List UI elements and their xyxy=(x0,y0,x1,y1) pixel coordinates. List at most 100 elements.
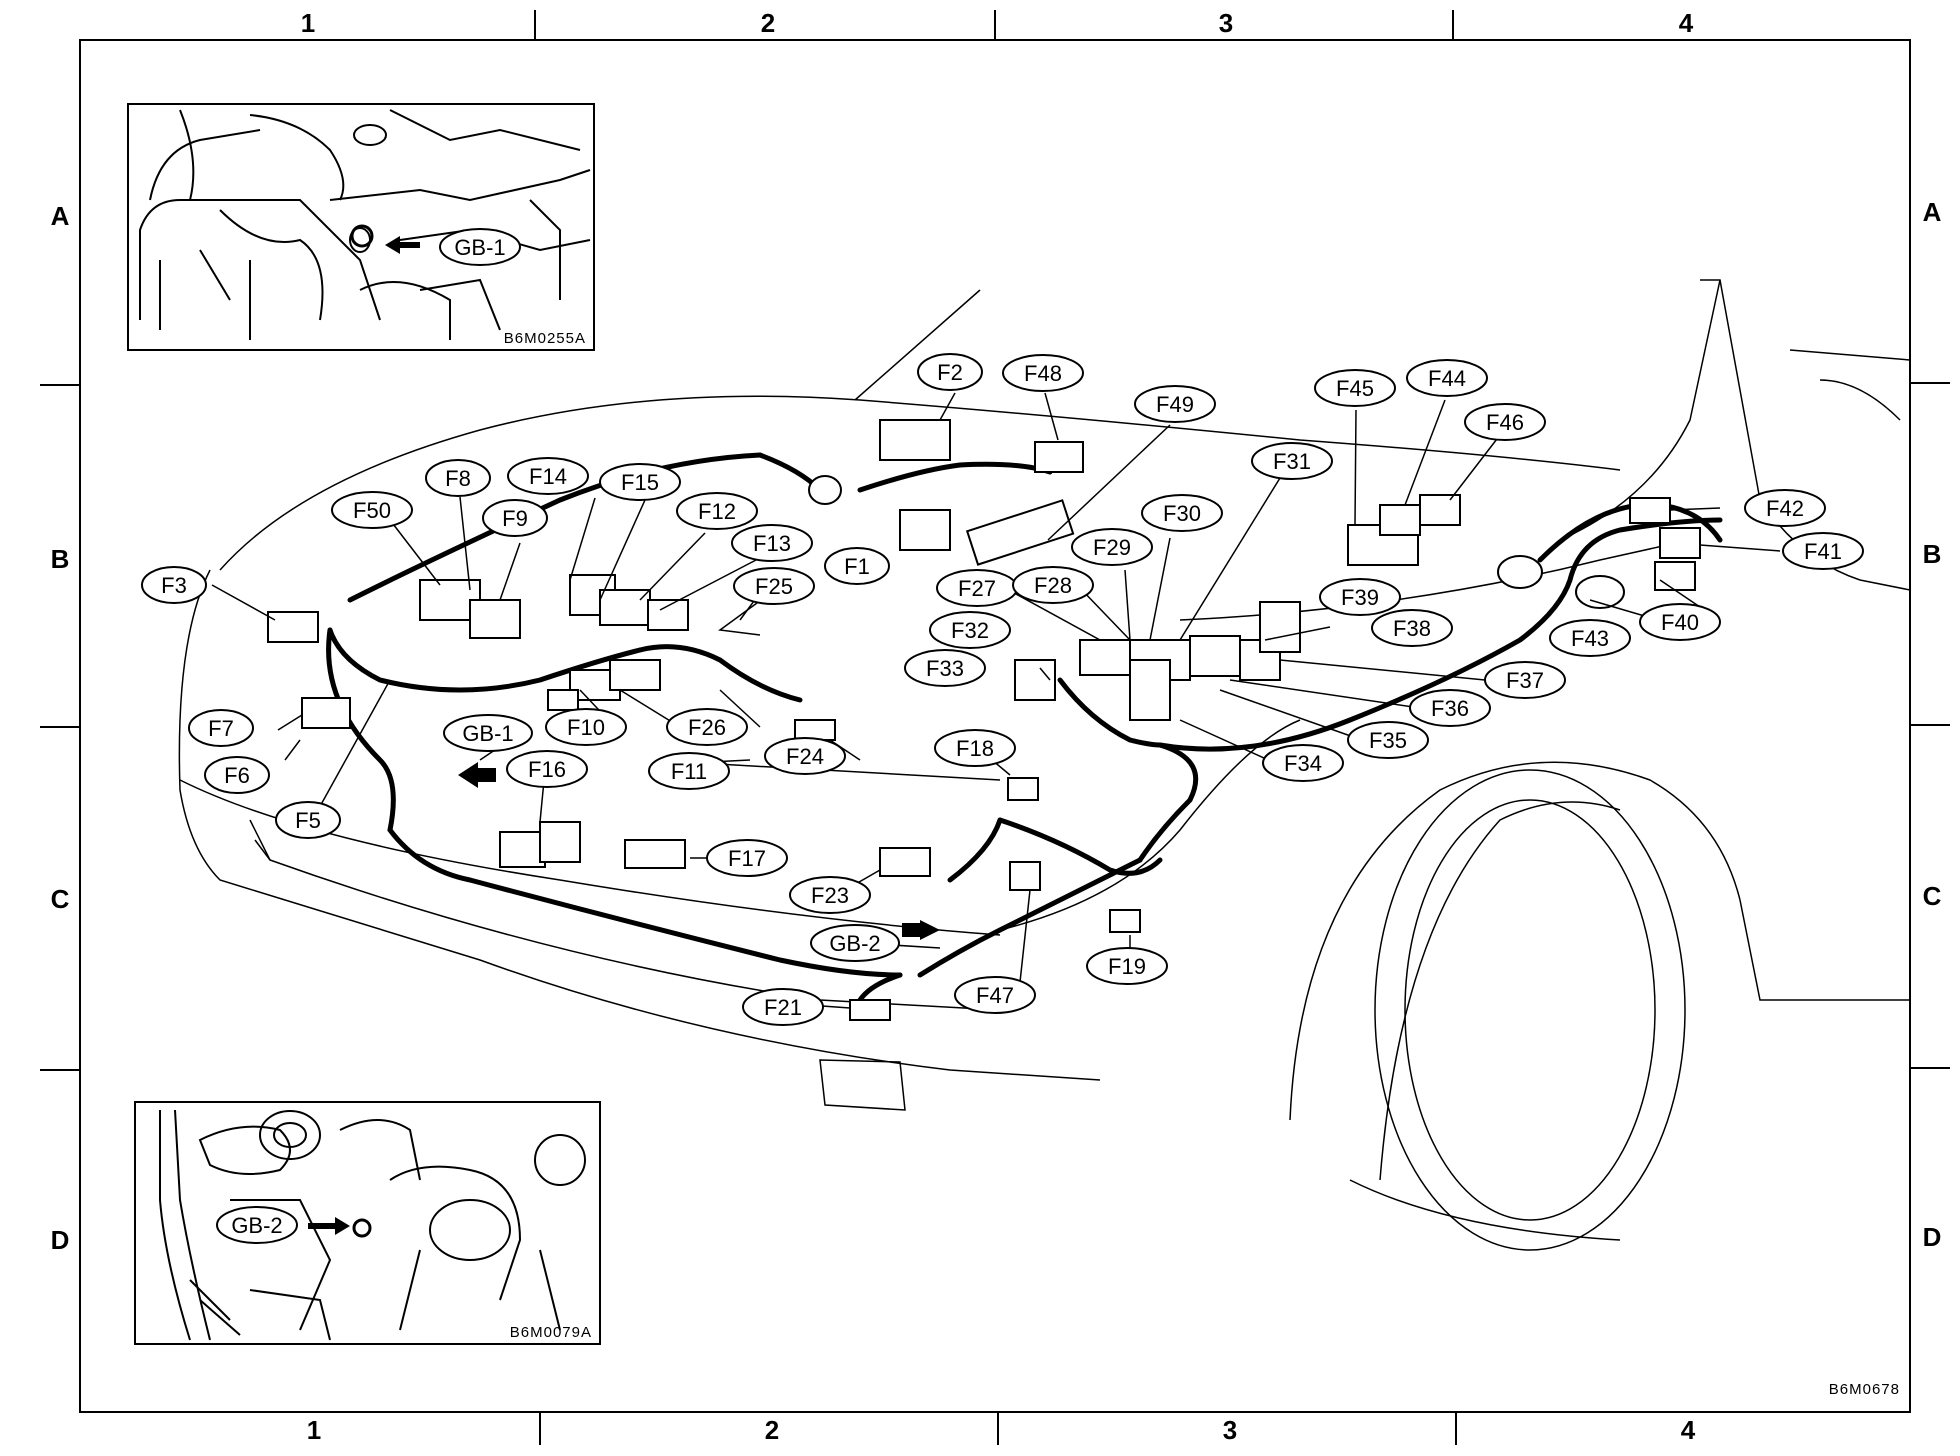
callout-label: F43 xyxy=(1571,626,1609,651)
callout-bubble xyxy=(648,752,730,790)
callout-bubble xyxy=(666,708,748,746)
callout-bubble xyxy=(1314,369,1396,407)
callout-bubble xyxy=(810,924,900,962)
inset-bottom-code: B6M0079A xyxy=(510,1324,592,1341)
callout-bubble xyxy=(275,801,341,839)
callout-label: F24 xyxy=(786,744,824,769)
callout-label: F35 xyxy=(1369,728,1407,753)
callout-label: F19 xyxy=(1108,954,1146,979)
callout-label: F8 xyxy=(445,466,471,491)
inset-bottom-callout-text: GB-2 xyxy=(231,1213,282,1238)
callout-label: F40 xyxy=(1661,610,1699,635)
callout-label: F47 xyxy=(976,983,1014,1008)
callout-f27: F27 xyxy=(936,569,1018,607)
col-label-top-2: 2 xyxy=(761,8,775,38)
callout-bubble xyxy=(1409,689,1491,727)
callout-bubble xyxy=(1134,385,1216,423)
callout-label: F25 xyxy=(755,574,793,599)
round-components xyxy=(808,475,1625,609)
col-label-top-3: 3 xyxy=(1219,8,1233,38)
callout-label: F26 xyxy=(688,715,726,740)
callout-f41: F41 xyxy=(1782,532,1864,570)
callout-bubble xyxy=(599,463,681,501)
callout-bubble xyxy=(904,649,986,687)
callout-label: F31 xyxy=(1273,449,1311,474)
callout-f1: F1 xyxy=(824,547,890,585)
callout-label: F14 xyxy=(529,464,567,489)
callout-f43: F43 xyxy=(1549,619,1631,657)
callout-f29: F29 xyxy=(1071,528,1153,566)
callout-label: F2 xyxy=(937,360,963,385)
callout-label: F17 xyxy=(728,846,766,871)
callout-label: GB-1 xyxy=(462,721,513,746)
callout-bubble xyxy=(706,839,788,877)
callout-bubble xyxy=(764,737,846,775)
callout-label: F13 xyxy=(753,531,791,556)
callout-f23: F23 xyxy=(789,876,871,914)
callout-f44: F44 xyxy=(1406,359,1488,397)
callout-f47: F47 xyxy=(954,976,1036,1014)
callout-f16: F16 xyxy=(506,750,588,788)
callout-f7: F7 xyxy=(188,709,254,747)
callout-f19: F19 xyxy=(1086,947,1168,985)
callout-label: F38 xyxy=(1393,616,1431,641)
callout-bubble xyxy=(789,876,871,914)
callout-bubble xyxy=(1744,489,1826,527)
callout-f8: F8 xyxy=(425,459,491,497)
callout-label: F30 xyxy=(1163,501,1201,526)
callout-f15: F15 xyxy=(599,463,681,501)
callout-bubble xyxy=(482,499,548,537)
callout-bubble xyxy=(934,729,1016,767)
figure-code: B6M0678 xyxy=(1829,1381,1900,1398)
callout-label: F6 xyxy=(224,763,250,788)
callout-f35: F35 xyxy=(1347,721,1429,759)
callout-f12: F12 xyxy=(676,492,758,530)
callout-f14: F14 xyxy=(507,457,589,495)
callout-label: F41 xyxy=(1804,539,1842,564)
callout-f24: F24 xyxy=(764,737,846,775)
callout-label: F7 xyxy=(208,716,234,741)
callout-f50: F50 xyxy=(331,491,413,529)
inset-top-callout-text: GB-1 xyxy=(454,235,505,260)
main-harness xyxy=(326,452,1723,1003)
col-label-bottom-4: 4 xyxy=(1681,1415,1696,1445)
callout-bubble xyxy=(929,611,1011,649)
callout-bubble xyxy=(1262,744,1344,782)
callout-f18: F18 xyxy=(934,729,1016,767)
callout-f36: F36 xyxy=(1409,689,1491,727)
callout-label: F27 xyxy=(958,576,996,601)
callout-f2: F2 xyxy=(917,353,983,391)
callout-label: F15 xyxy=(621,470,659,495)
callout-bubble xyxy=(954,976,1036,1014)
callout-f39: F39 xyxy=(1319,578,1401,616)
callout-f46: F46 xyxy=(1464,403,1546,441)
row-label-right-b: B xyxy=(1923,539,1942,569)
grid-ticks xyxy=(40,10,1950,1445)
callout-bubble xyxy=(331,491,413,529)
callout-bubble xyxy=(1012,566,1094,604)
callout-bubble xyxy=(507,457,589,495)
callout-f34: F34 xyxy=(1262,744,1344,782)
callout-f45: F45 xyxy=(1314,369,1396,407)
callout-f26: F26 xyxy=(666,708,748,746)
callout-gb-2: GB-2 xyxy=(810,924,900,962)
callout-f38: F38 xyxy=(1371,609,1453,647)
callout-label: F5 xyxy=(295,808,321,833)
inset-top-code: B6M0255A xyxy=(504,330,586,347)
row-label-right-d: D xyxy=(1923,1222,1942,1252)
callout-f10: F10 xyxy=(545,708,627,746)
col-label-bottom-3: 3 xyxy=(1223,1415,1237,1445)
callout-bubble xyxy=(425,459,491,497)
callout-bubble xyxy=(1464,403,1546,441)
callout-label: F11 xyxy=(671,759,707,784)
col-label-bottom-1: 1 xyxy=(307,1415,321,1445)
callout-label: F39 xyxy=(1341,585,1379,610)
row-label-left-c: C xyxy=(51,884,70,914)
callout-bubble xyxy=(1406,359,1488,397)
callout-f3: F3 xyxy=(141,566,207,604)
callout-label: F33 xyxy=(926,656,964,681)
callout-label: F9 xyxy=(502,506,528,531)
callout-f37: F37 xyxy=(1484,661,1566,699)
